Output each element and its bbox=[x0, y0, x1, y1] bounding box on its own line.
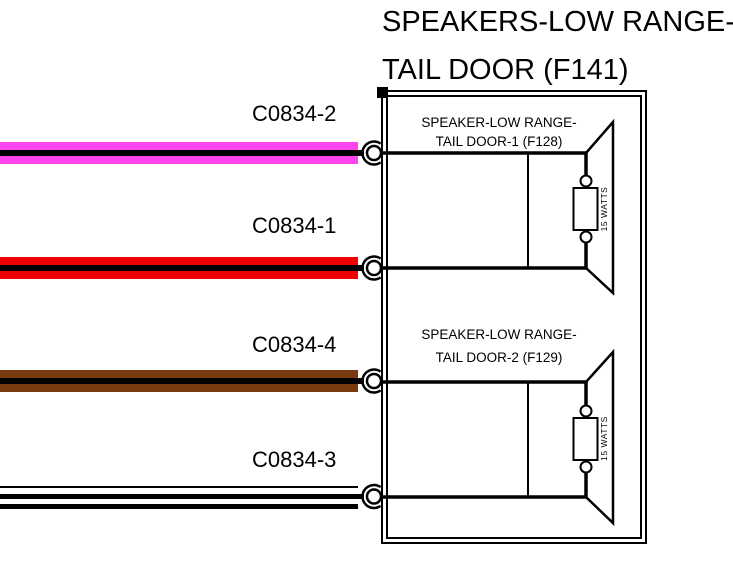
connector-symbol-c0834-4 bbox=[361, 368, 383, 394]
connector-arc-icon bbox=[361, 368, 382, 394]
speaker-2-resistor-icon bbox=[572, 417, 599, 461]
connector-label-c0834-1: C0834-1 bbox=[252, 213, 336, 238]
speaker-assembly-inner-box bbox=[386, 95, 642, 539]
speaker-1-name-line2: TAIL DOOR-1 (F128) bbox=[436, 134, 563, 149]
wire-c0834-3-top-outline bbox=[0, 486, 358, 488]
speaker-2-name-line2: TAIL DOOR-2 (F129) bbox=[436, 350, 563, 365]
diagram-title-line2: TAIL DOOR (F141) bbox=[382, 54, 629, 86]
speaker-2-terminal-bottom-icon bbox=[579, 460, 593, 474]
speaker-2-name-line1: SPEAKER-LOW RANGE- bbox=[421, 327, 576, 342]
speaker-1-cone-icon bbox=[585, 118, 615, 296]
box-corner-tab-icon bbox=[377, 87, 388, 98]
wire-c0834-3 bbox=[0, 486, 364, 509]
wire-c0834-3-bottom-outline bbox=[0, 504, 358, 509]
wire-c0834-3-tracer-stripe bbox=[0, 494, 364, 499]
connector-pin-icon bbox=[365, 488, 383, 505]
speaker-2-group: 15 WATTS SPEAKER-LOW RANGE- TAIL DOOR-2 … bbox=[381, 327, 615, 526]
speaker-2-terminal-top-icon bbox=[579, 404, 593, 418]
connector-label-c0834-4: C0834-4 bbox=[252, 332, 336, 357]
diagram-title-line1: SPEAKERS-LOW RANGE- bbox=[382, 6, 733, 38]
speaker-assembly-outer-box bbox=[381, 90, 647, 544]
speaker-1-circuit-path bbox=[381, 151, 588, 270]
connector-arc-icon bbox=[361, 483, 382, 510]
wire-c0834-1 bbox=[0, 257, 364, 279]
wire-c0834-2-tracer-stripe bbox=[0, 150, 364, 156]
wire-c0834-2 bbox=[0, 142, 364, 164]
speaker-2-circuit-path bbox=[381, 380, 588, 499]
speaker-1-terminal-top-icon bbox=[579, 174, 593, 188]
wire-c0834-1-tracer-stripe bbox=[0, 265, 364, 271]
connector-pin-icon bbox=[365, 144, 383, 162]
connector-pin-icon bbox=[365, 259, 383, 277]
connector-label-c0834-2: C0834-2 bbox=[252, 101, 336, 126]
connector-symbol-c0834-2 bbox=[361, 140, 383, 166]
wire-c0834-4-tracer-stripe bbox=[0, 378, 364, 384]
connector-symbol-c0834-1 bbox=[361, 255, 383, 281]
connector-pin-icon bbox=[365, 372, 383, 390]
speaker-1-group: 15 WATTS SPEAKER-LOW RANGE- TAIL DOOR-1 … bbox=[381, 115, 615, 296]
speaker-1-terminal-bottom-icon bbox=[579, 230, 593, 244]
speaker-1-name-line1: SPEAKER-LOW RANGE- bbox=[421, 115, 576, 130]
speaker-2-cone-icon bbox=[585, 348, 615, 526]
connector-label-c0834-3: C0834-3 bbox=[252, 447, 336, 472]
connector-symbol-c0834-3 bbox=[361, 483, 383, 510]
speaker-1-resistor-icon bbox=[572, 187, 599, 231]
connector-arc-icon bbox=[361, 140, 382, 166]
speaker-2-rating-label: 15 WATTS bbox=[599, 416, 609, 461]
connector-arc-icon bbox=[361, 255, 382, 281]
speaker-1-rating-label: 15 WATTS bbox=[599, 187, 609, 232]
wire-c0834-4 bbox=[0, 370, 364, 392]
